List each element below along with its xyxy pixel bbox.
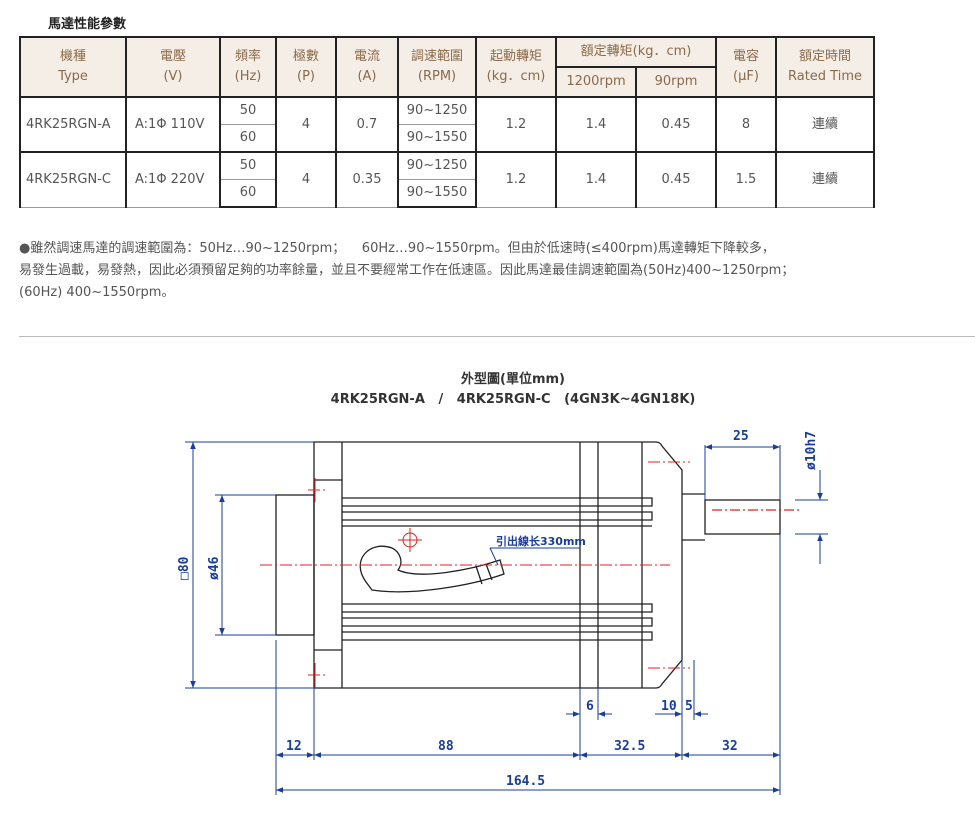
- divider: [19, 336, 975, 337]
- dim-12: 12: [286, 739, 302, 754]
- cell-rated-time: 連續: [775, 151, 875, 208]
- cell-type: 4RK25RGN-A: [19, 96, 127, 153]
- center-lines: [260, 461, 690, 688]
- dim-10: 10: [661, 699, 677, 714]
- cell-torque-1200: 1.4: [555, 96, 637, 153]
- cell-torque-1200: 1.4: [555, 151, 637, 208]
- cell-start-torque: 1.2: [475, 96, 557, 153]
- drawing-title-line-1: 外型圖(單位mm): [461, 372, 565, 387]
- header-poles: 極數(P): [275, 36, 337, 98]
- cell-torque-90: 0.45: [635, 96, 717, 153]
- drawing-title-line-2: 4RK25RGN-A / 4RK25RGN-C (4GN3K~4GN18K): [330, 392, 696, 407]
- header-capacitor: 電容(μF): [715, 36, 777, 98]
- cell-capacitor: 8: [715, 96, 777, 153]
- cell-capacitor: 1.5: [715, 151, 777, 208]
- drawing-title: 外型圖(單位mm) 4RK25RGN-A / 4RK25RGN-C (4GN3K…: [0, 370, 975, 410]
- dimension-lines: [185, 441, 828, 795]
- dim-shaft-length: 25: [733, 429, 749, 444]
- cell-frequency: 50: [219, 96, 277, 125]
- section-title: 馬達性能參數: [48, 17, 127, 32]
- cell-speed: 90~1550: [397, 179, 477, 208]
- dim-shaft-diameter: ø10h7: [804, 431, 819, 470]
- header-rated-90: 90rpm: [635, 66, 717, 98]
- header-current: 電流(A): [335, 36, 399, 98]
- dim-88: 88: [438, 739, 454, 754]
- note-line-3: (60Hz) 400~1550rpm。: [19, 285, 175, 300]
- cell-frequency: 60: [219, 124, 277, 153]
- cell-frequency: 50: [219, 151, 277, 180]
- table-row: 60 90~1550: [20, 179, 874, 208]
- dim-6: 6: [586, 699, 594, 714]
- dim-total: 164.5: [506, 774, 545, 789]
- output-shaft: [682, 493, 800, 541]
- table-row: 60 90~1550: [20, 124, 874, 153]
- cell-current: 0.35: [335, 151, 399, 208]
- header-start-torque: 起動轉矩(kg．cm): [475, 36, 557, 98]
- dimension-labels: 25 ø10h7 □80 ø46 6 10 5 12 88 32.5 32 16…: [177, 429, 819, 789]
- header-frequency: 頻率(Hz): [219, 36, 277, 98]
- note-line-1: ●雖然調速馬達的調速範圍為：50Hz…90~1250rpm； 60Hz…90~1…: [19, 241, 775, 256]
- cell-speed: 90~1250: [397, 151, 477, 180]
- header-rated-torque: 額定轉矩(kg．cm): [555, 36, 717, 68]
- cell-frequency: 60: [219, 179, 277, 208]
- cell-current: 0.7: [335, 96, 399, 153]
- table-row: 4RK25RGN-C A:1Φ 220V 50 4 0.35 90~1250 1…: [19, 151, 875, 208]
- header-rated-1200: 1200rpm: [555, 66, 637, 98]
- dim-square: □80: [177, 556, 192, 580]
- cell-speed: 90~1550: [397, 124, 477, 153]
- dim-5: 5: [685, 699, 693, 714]
- note-line-2: 易發生過載，易發熱，因此必須預留足夠的功率餘量，並且不要經常工作在低速區。因此馬…: [19, 263, 795, 278]
- cell-speed: 90~1250: [397, 96, 477, 125]
- cell-voltage: A:1Φ 220V: [125, 151, 221, 208]
- lead-wire-label: 引出線长330mm: [496, 534, 586, 548]
- cell-start-torque: 1.2: [475, 151, 557, 208]
- table-row: 4RK25RGN-A A:1Φ 110V 50 4 0.7 90~1250 1.…: [19, 96, 875, 153]
- cell-rated-time: 連續: [775, 96, 875, 153]
- cell-torque-90: 0.45: [635, 151, 717, 208]
- cell-type: 4RK25RGN-C: [19, 151, 127, 208]
- usage-note: ●雖然調速馬達的調速範圍為：50Hz…90~1250rpm； 60Hz…90~1…: [19, 238, 959, 304]
- header-voltage: 電壓(V): [125, 36, 221, 98]
- cell-poles: 4: [275, 151, 337, 208]
- dim-32: 32: [722, 739, 738, 754]
- header-speed-range: 調速範圍(RPM): [397, 36, 477, 98]
- dim-pilot-diameter: ø46: [207, 556, 222, 580]
- dim-32-5: 32.5: [614, 739, 645, 754]
